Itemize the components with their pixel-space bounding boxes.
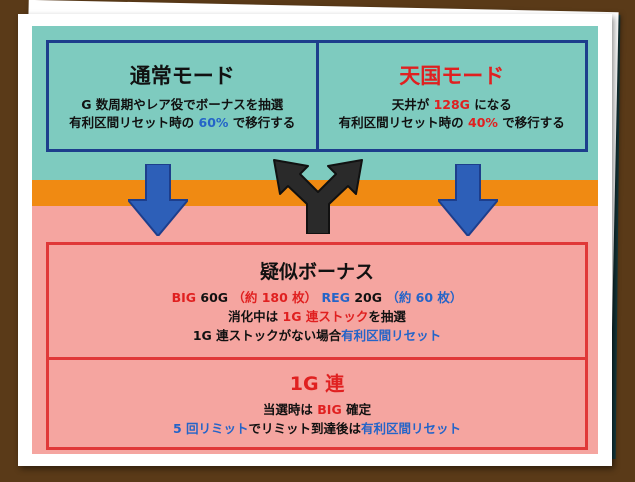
reg-label: REG bbox=[321, 290, 350, 305]
bonus-flow-box: 疑似ボーナス BIG 60G （約 180 枚） REG 20G （約 60 枚… bbox=[46, 242, 588, 450]
pseudo-bonus-line2: 消化中は 1G 連ストックを抽選 bbox=[228, 309, 406, 324]
paper-card: 通常モード G 数周期やレア役でボーナスを抽選 有利区間リセット時の 60% で… bbox=[18, 14, 612, 466]
heaven-mode-box: 天国モード 天井が 128G になる 有利区間リセット時の 40% で移行する bbox=[319, 43, 586, 149]
down-arrow-icon-left bbox=[128, 164, 188, 236]
normal-mode-box: 通常モード G 数周期やレア役でボーナスを抽選 有利区間リセット時の 60% で… bbox=[49, 43, 319, 149]
heaven-ceiling-value: 128G bbox=[433, 97, 470, 112]
normal-mode-line2: 有利区間リセット時の 60% で移行する bbox=[69, 115, 296, 130]
normal-mode-title: 通常モード bbox=[129, 64, 235, 88]
normal-mode-line1: G 数周期やレア役でボーナスを抽選 bbox=[81, 97, 284, 112]
normal-mode-rate: 60% bbox=[198, 115, 229, 130]
heaven-mode-line1: 天井が 128G になる bbox=[391, 97, 512, 112]
big-payout: （約 180 枚） bbox=[232, 290, 318, 305]
heaven-mode-rate: 40% bbox=[468, 115, 498, 130]
one-g-ren-line2: 5 回リミットでリミット到達後は有利区間リセット bbox=[172, 421, 462, 436]
big-label: BIG bbox=[171, 290, 197, 305]
heaven-mode-line2: 有利区間リセット時の 40% で移行する bbox=[338, 115, 565, 130]
pseudo-bonus-line1: BIG 60G （約 180 枚） REG 20G （約 60 枚） bbox=[171, 290, 463, 305]
pseudo-bonus-box: 疑似ボーナス BIG 60G （約 180 枚） REG 20G （約 60 枚… bbox=[49, 245, 585, 360]
one-g-ren-title: 1G 連 bbox=[289, 373, 345, 395]
big-confirm-highlight: BIG bbox=[317, 402, 342, 417]
heaven-mode-title: 天国モード bbox=[399, 64, 505, 88]
one-g-ren-box: 1G 連 当選時は BIG 確定 5 回リミットでリミット到達後は有利区間リセッ… bbox=[49, 360, 585, 447]
reset-highlight: 有利区間リセット bbox=[341, 328, 442, 343]
limit-reset-highlight: 有利区間リセット bbox=[361, 421, 462, 436]
one-g-ren-line1: 当選時は BIG 確定 bbox=[262, 402, 372, 417]
pseudo-bonus-title: 疑似ボーナス bbox=[259, 261, 374, 283]
pseudo-bonus-line3: 1G 連ストックがない場合有利区間リセット bbox=[192, 328, 442, 343]
reg-payout: （約 60 枚） bbox=[386, 290, 463, 305]
down-arrow-icon-right bbox=[438, 164, 498, 236]
split-up-arrow-icon bbox=[273, 159, 363, 234]
stock-highlight: 1G 連ストック bbox=[282, 309, 369, 324]
limit-highlight: 5 回リミット bbox=[172, 421, 249, 436]
flow-board: 通常モード G 数周期やレア役でボーナスを抽選 有利区間リセット時の 60% で… bbox=[32, 26, 598, 454]
mode-panel: 通常モード G 数周期やレア役でボーナスを抽選 有利区間リセット時の 60% で… bbox=[46, 40, 588, 152]
